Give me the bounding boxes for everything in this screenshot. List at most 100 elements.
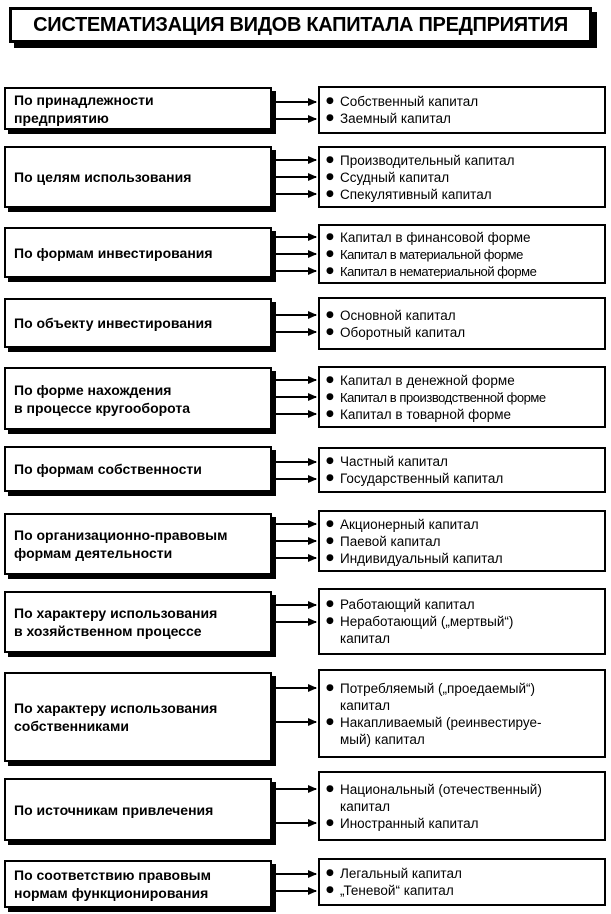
capital-type-label: Капитал в материальной форме [340,246,523,262]
criterion-label-line: По форме нахождения [14,381,172,398]
capital-type-item: ●Накапливаемый (реинвестируе- мый) капит… [326,714,604,748]
capital-type-item: ● Ссудный капитал [326,169,604,186]
bullet-icon: ● [326,374,334,385]
capital-types-box: ● Национальный (отечественный) капитал ● Ин… [318,771,606,841]
bullet-icon: ● [326,309,334,320]
capital-type-item: ●Легальный капитал [326,865,604,882]
capital-type-item: ● Государственный капитал [326,470,604,487]
capital-type-item: ● Национальный (отечественный) капитал [326,781,604,815]
capital-types-box: ● Работающий капитал ● Неработающий („мертв… [318,588,606,655]
capital-type-item: ● Капитал в финансовой форме [326,229,604,246]
criterion-box: По объекту инвестирования [4,298,272,348]
capital-type-label: Легальный капитал [340,866,462,881]
criterion-label-line: По формам инвестирования [14,244,213,261]
capital-type-item: ● Спекулятивный капитал [326,186,604,203]
capital-types-box: ● Капитал в финансовой форме ● Капитал в ма… [318,224,606,284]
bullet-icon: ● [326,817,334,828]
capital-types-box: ●Капитал в денежной форме●Капитал в прои… [318,366,606,428]
bullet-icon: ● [326,456,334,466]
capital-types-box: ● Акционерный капитал ● Паевой капитал●Инди… [318,510,606,572]
bullet-icon: ● [326,265,334,276]
capital-type-label: Работающий капитал [340,597,475,612]
bullet-icon: ● [326,599,334,609]
capital-type-label: Производительный капитал [340,152,515,168]
capital-type-item: ● Работающий капитал [326,596,604,613]
bullet-icon: ● [326,885,334,895]
capital-type-label: Государственный капитал [340,471,504,486]
bullet-icon: ● [326,96,334,106]
capital-type-label: Капитал в производственной форме [340,389,546,405]
capital-type-label: Основной капитал [340,307,456,323]
capital-type-item: ● Основной капитал [326,307,604,324]
capital-type-label: Потребляемый („проедаемый“) капитал [340,680,535,713]
capital-type-label: Ссудный капитал [340,169,450,185]
capital-type-item: ● Частный капитал [326,453,604,470]
capital-type-item: ● Капитал в материальной форме [326,246,604,263]
criterion-label-line: предприятию [14,109,109,126]
bullet-icon: ● [326,783,334,794]
bullet-icon: ● [326,716,334,727]
criterion-label-line: По целям использования [14,169,192,185]
capital-type-label: Спекулятивный капитал [340,186,492,202]
bullet-icon: ● [326,473,334,483]
bullet-icon: ● [326,231,334,242]
capital-types-box: ● Потребляемый („проедаемый“) капитал●Нак… [318,669,606,758]
criterion-label-line: По соответствию правовым [14,867,211,883]
capital-type-item: ● Капитал в нематериальной форме [326,263,604,280]
capital-type-label: Неработающий („мертвый“) капитал [340,614,514,646]
criterion-box: По формам собственности [4,446,272,492]
bullet-icon: ● [326,535,334,546]
capital-type-item: ●Заемный капитал [326,110,604,127]
capital-type-item: ●Индивидуальный капитал [326,550,604,567]
criterion-label-line: нормам функционирования [14,885,209,901]
capital-type-label: Иностранный капитал [340,815,479,831]
capital-type-label: Оборотный капитал [340,324,466,340]
capital-type-item: ● Оборотный капитал [326,324,604,341]
capital-type-label: Капитал в нематериальной форме [340,263,537,279]
bullet-icon: ● [326,248,334,259]
capital-type-label: Индивидуальный капитал [340,550,503,566]
bullet-icon: ● [326,326,334,337]
bullet-icon: ● [326,518,334,529]
criterion-label-line: По источникам привлечения [14,801,214,818]
bullet-icon: ● [326,113,334,123]
capital-type-label: Частный капитал [340,454,448,469]
bullet-icon: ● [326,616,334,626]
capital-type-item: ●Капитал в денежной форме [326,372,604,389]
capital-type-label: Капитал в финансовой форме [340,229,531,245]
capital-types-box: ● Производительный капитал ● Ссудный капита… [318,146,606,208]
capital-type-item: ● Иностранный капитал [326,815,604,832]
criterion-box: По источникам привлечения [4,778,272,841]
criterion-label-line: По формам собственности [14,461,202,477]
capital-type-label: Паевой капитал [340,533,441,549]
capital-types-box: ● Частный капитал ● Государственный капитал [318,447,606,493]
diagram-title: СИСТЕМАТИЗАЦИЯ ВИДОВ КАПИТАЛА ПРЕДПРИЯТИ… [33,13,568,36]
capital-type-label: Национальный (отечественный) капитал [340,781,542,814]
criterion-label-line: По принадлежности [14,91,154,108]
capital-type-label: „Теневой“ капитал [340,883,454,898]
bullet-icon: ● [326,188,334,199]
capital-type-item: ● „Теневой“ капитал [326,882,604,899]
capital-types-box: ●Легальный капитал ● „Теневой“ капитал [318,858,606,906]
criterion-label-line: По характеру использования [14,700,218,716]
bullet-icon: ● [326,171,334,182]
criterion-label-line: По организационно-правовым [14,527,228,543]
diagram-title-box: СИСТЕМАТИЗАЦИЯ ВИДОВ КАПИТАЛА ПРЕДПРИЯТИ… [9,7,592,43]
bullet-icon: ● [326,408,334,419]
capital-types-box: ● Собственный капитал●Заемный капитал [318,86,606,134]
capital-type-label: Собственный капитал [340,94,479,109]
criterion-box: По целям использования [4,146,272,208]
capital-type-item: ● Неработающий („мертвый“) капитал [326,613,604,647]
criterion-label-line: По объекту инвестирования [14,315,213,331]
criterion-label-line: в хозяйственном процессе [14,623,202,639]
capital-type-item: ● Паевой капитал [326,533,604,550]
capital-type-item: ● Собственный капитал [326,93,604,110]
bullet-icon: ● [326,391,334,402]
capital-type-label: Акционерный капитал [340,516,479,532]
criterion-label-line: в процессе кругооборота [14,399,191,416]
